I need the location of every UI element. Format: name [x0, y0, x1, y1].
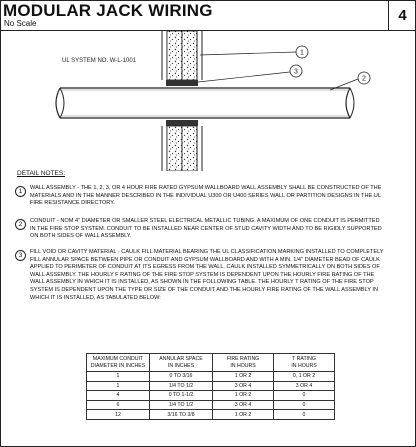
note-1-marker: 1 — [15, 186, 26, 197]
callout-3: 3 — [197, 64, 303, 83]
note-3-text: FILL VOID OR CAVITY MATERIAL - CAULK FIL… — [30, 249, 384, 301]
table-cell: 0, 1 OR 2 — [273, 371, 335, 382]
caulk-bead-bottom — [166, 120, 198, 126]
table-cell: 4 — [86, 390, 150, 401]
table-cell: 1 OR 2 — [212, 409, 274, 420]
note-3-marker: 3 — [15, 250, 26, 261]
table-cell: 6 — [86, 399, 150, 411]
callout-1: 1 — [199, 45, 309, 59]
note-1-text: WALL ASSEMBLY - THE 1, 2, 3, OR 4 HOUR F… — [30, 185, 382, 207]
upper-wall-section — [161, 31, 203, 86]
table-cell: 1 OR 2 — [212, 371, 274, 382]
lower-wall-section — [161, 120, 203, 171]
page-title: MODULAR JACK WIRING — [3, 1, 213, 20]
table-cell: 1/4 TO 1/2 — [149, 399, 213, 411]
table-cell: 0 TO 3/16 — [149, 371, 213, 382]
detail-notes-heading: DETAIL NOTES: — [17, 170, 66, 177]
callout-2: 2 — [329, 71, 371, 91]
ul-system-label: UL SYSTEM NO. W-L-1001 — [62, 58, 137, 64]
note-2-text: CONDUIT - NOM 4" DIAMETER OR SMALLER STE… — [30, 218, 382, 240]
wall-penetration-detail: UL SYSTEM NO. W-L-1001 1 3 2 — [55, 31, 371, 171]
header-divider — [0, 30, 416, 31]
page-number: 4 — [388, 0, 416, 30]
scale-note: No Scale — [4, 19, 37, 28]
table-cell: 3/16 TO 3/8 — [149, 409, 213, 420]
table-cell: 1 OR 2 — [212, 390, 274, 401]
note-2-marker: 2 — [15, 219, 26, 230]
caulk-bead-top — [166, 80, 198, 86]
table-cell: 3 OR 4 — [212, 399, 274, 411]
table-cell: 1/4 TO 1/2 — [149, 380, 213, 392]
table-cell: 3 OR 4 — [212, 380, 274, 392]
table-cell: 0 — [273, 390, 335, 401]
table-cell: 1 — [86, 380, 150, 392]
svg-text:2: 2 — [362, 76, 366, 83]
svg-text:1: 1 — [300, 50, 304, 57]
table-cell: 0 — [273, 409, 335, 420]
table-cell: 0 TO 1-1/2 — [149, 390, 213, 401]
table-cell: 1 — [86, 371, 150, 382]
svg-text:3: 3 — [294, 69, 298, 76]
table-cell: 3 OR 4 — [273, 380, 335, 392]
table-cell: 0 — [273, 399, 335, 411]
conduit — [55, 87, 355, 119]
table-cell: 12 — [86, 409, 150, 420]
